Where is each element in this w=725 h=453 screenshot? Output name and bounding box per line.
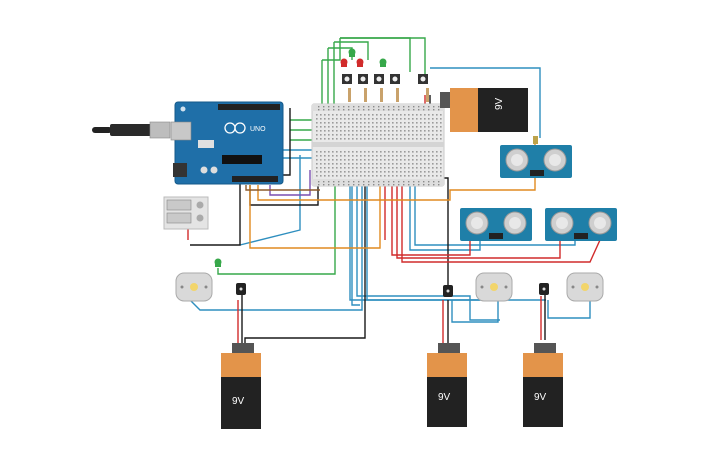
pushbutton-icon[interactable]: [418, 74, 428, 84]
power-jack: [173, 163, 187, 177]
battery-snap: [232, 343, 254, 353]
wire-red-1[interactable]: [391, 180, 471, 256]
transistor-icon[interactable]: [236, 283, 246, 295]
wire-blue-9[interactable]: [414, 170, 576, 246]
sensor-pins: [574, 233, 588, 239]
center-channel: [312, 142, 444, 147]
capacitor: [200, 166, 208, 174]
led-icon[interactable]: [379, 58, 387, 68]
wires: [187, 37, 601, 345]
atmega-chip: [222, 155, 262, 164]
digital-header: [218, 104, 280, 110]
wire-black-5[interactable]: [440, 177, 449, 290]
capacitor: [210, 166, 218, 174]
battery-snap: [534, 343, 556, 353]
transistor-icon[interactable]: [539, 283, 549, 295]
power-rail-bottom: [312, 179, 444, 186]
breadboard-holes: [316, 106, 442, 186]
wire-blue-motor3[interactable]: [547, 300, 591, 319]
battery-label: 9V: [232, 396, 245, 407]
dc-motor-icon[interactable]: [175, 272, 213, 302]
battery-9v-middle[interactable]: 9V: [427, 343, 467, 427]
wire-orange-2[interactable]: [257, 140, 536, 201]
wire-orange-1[interactable]: [249, 180, 381, 249]
resistor-icon: [348, 88, 351, 102]
resistor-icon: [396, 88, 399, 102]
transistor-icon[interactable]: [443, 285, 453, 297]
top-components: [340, 48, 429, 102]
power-rail-top: [312, 104, 444, 111]
wire-black-4[interactable]: [244, 180, 366, 345]
pushbutton-icon[interactable]: [374, 74, 384, 84]
wire-blue-motor2[interactable]: [451, 300, 499, 323]
reset-button[interactable]: [198, 140, 214, 148]
analog-header: [232, 176, 278, 182]
led-icon[interactable]: [356, 58, 364, 68]
sensor-pins: [530, 170, 544, 176]
ultrasonic-sensor-3[interactable]: [545, 208, 617, 241]
battery-snap: [438, 343, 460, 353]
wire-black-1[interactable]: [283, 108, 291, 176]
dc-motor-icon[interactable]: [566, 272, 604, 302]
usb-port: [170, 121, 192, 141]
wire-green-5[interactable]: [334, 41, 369, 60]
arduino-brand-label: UNO: [250, 126, 266, 133]
battery-snap: [440, 92, 452, 108]
wire-blue-7[interactable]: [430, 67, 541, 138]
wire-blue-10[interactable]: [239, 155, 301, 246]
ultrasonic-sensor-1[interactable]: [500, 136, 572, 178]
wire-green-8[interactable]: [340, 37, 411, 72]
arduino-logo-icon: [224, 122, 246, 134]
wire-blue-3[interactable]: [351, 165, 360, 306]
led-icon[interactable]: [214, 258, 222, 268]
wire-green-7[interactable]: [322, 38, 341, 61]
wire-brown-1[interactable]: [245, 185, 320, 191]
arduino-uno-board[interactable]: UNO: [170, 101, 284, 185]
pushbutton-icon[interactable]: [342, 74, 352, 84]
battery-label: 9V: [534, 392, 547, 403]
wire-blue-5[interactable]: [189, 165, 363, 311]
wire-red-2[interactable]: [396, 180, 561, 259]
resistor-icon: [380, 88, 383, 102]
battery-9v-right[interactable]: 9V: [523, 343, 563, 427]
battery-9v-top[interactable]: 9V: [440, 88, 528, 132]
led-icon[interactable]: [340, 58, 348, 68]
usb-cable-icon: [92, 121, 171, 139]
display-module[interactable]: [163, 196, 209, 230]
dc-motor-icon[interactable]: [475, 272, 513, 302]
pushbutton-icon[interactable]: [390, 74, 400, 84]
resistor-icon: [364, 88, 367, 102]
wire-blue-4[interactable]: [356, 165, 500, 321]
sensor-pins: [489, 233, 503, 239]
battery-label: 9V: [494, 97, 505, 110]
led-icon[interactable]: [348, 48, 356, 58]
battery-label: 9V: [438, 392, 451, 403]
wire-black-2[interactable]: [190, 180, 241, 246]
ultrasonic-sensor-2[interactable]: [460, 208, 532, 241]
mount-hole: [180, 106, 186, 112]
wire-green-led[interactable]: [217, 180, 336, 275]
resistor-icon: [426, 88, 429, 102]
sensor-crystal: [533, 136, 538, 144]
pushbutton-icon[interactable]: [358, 74, 368, 84]
breadboard[interactable]: [311, 103, 445, 187]
wire-red-3[interactable]: [401, 180, 601, 263]
battery-9v-left[interactable]: 9V: [221, 343, 261, 429]
